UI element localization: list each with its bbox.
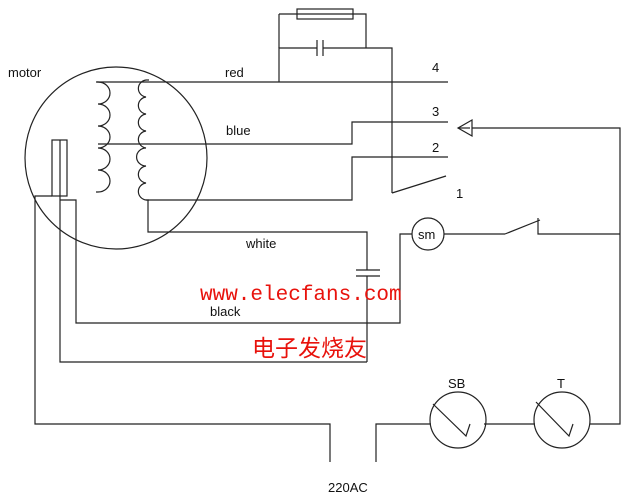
switches: [375, 391, 621, 462]
t-label: T: [557, 376, 565, 391]
white-label: white: [245, 236, 276, 251]
selector-blade: [391, 175, 447, 194]
motor-housing: [24, 66, 208, 250]
speed-2-lead: [146, 156, 448, 201]
sb-label: SB: [448, 376, 465, 391]
white-lead: [147, 200, 380, 362]
speed-selector: [391, 82, 621, 400]
sync-motor: [60, 199, 620, 324]
position-2-label: 2: [432, 140, 439, 155]
red-lead: [97, 8, 448, 83]
watermark-url: www.elecfans.com: [200, 284, 402, 307]
motor-winding-main: [96, 81, 111, 193]
sb-switch: [429, 391, 487, 449]
motor-winding-aux: [135, 79, 149, 201]
watermark-site-name: 电子发烧友: [252, 336, 367, 362]
motor: [24, 66, 208, 250]
position-4-label: 4: [432, 60, 439, 75]
position-3-label: 3: [432, 104, 439, 119]
black-lead: [34, 140, 367, 462]
sm-label: sm: [418, 227, 435, 242]
blue-lead: [98, 121, 448, 145]
black-label: black: [210, 304, 241, 319]
blue-label: blue: [226, 123, 251, 138]
supply-label: 220AC: [328, 480, 368, 495]
motor-label: motor: [8, 65, 42, 80]
red-label: red: [225, 65, 244, 80]
resistor: [296, 8, 354, 20]
position-1-label: 1: [456, 186, 463, 201]
t-switch: [533, 391, 591, 449]
